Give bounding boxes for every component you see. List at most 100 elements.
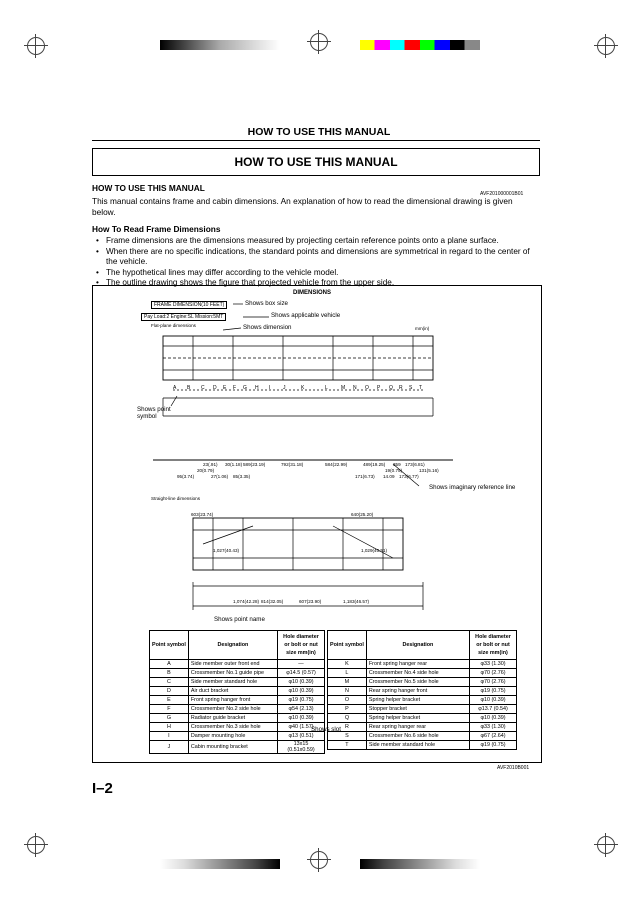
point-letter: O [365,385,369,391]
straight-line-label: Straight-line dimensions [151,496,201,501]
dimension-label: 23(.91) [203,462,218,467]
table-cell: L [327,668,367,678]
point-letter: H [255,385,259,391]
point-letter: Q [389,385,393,391]
registration-mark [24,34,48,58]
table-cell: φ19 (0.75) [469,740,517,750]
dimension-label: 27(1.06) [211,474,229,479]
frame-dimension-label: FRAME DIMENSION(10 FEET) [151,301,228,309]
table-cell: F [149,704,189,714]
point-letter: N [353,385,357,391]
dimension-label: 20(0.79) [197,468,215,473]
registration-mark [307,30,331,54]
table-cell: — [277,659,325,669]
figure-title: DIMENSIONS [293,290,332,296]
point-letter: D [213,385,217,391]
table-cell: Cabin mounting bracket [187,740,279,754]
callout-slot: Shows slot [311,726,341,733]
page-number: I–2 [92,780,113,797]
table-cell: φ10 (0.39) [277,677,325,687]
table-cell: Crossmember No.6 side hole [365,731,471,741]
table-cell: R [327,722,367,732]
point-table-right: Point symbol Designation Hole diameter o… [327,630,517,750]
point-letter: I [269,385,271,391]
dimension-label: 489(19.25) [363,462,386,467]
table-cell: M [327,677,367,687]
dimension-label: 603(23.74) [191,512,214,517]
callout-point-name: Shows point name [214,616,265,623]
table-cell: Stopper bracket [365,704,471,714]
dimension-label: 359 [393,462,401,467]
header-hole-diameter: Hole diameter or bolt or nut size mm(in) [277,630,325,660]
table-cell: N [327,686,367,696]
header-designation: Designation [187,630,279,660]
table-cell: Spring helper bracket [365,695,471,705]
table-cell: J [149,740,189,754]
unit-label: mm(in) [415,326,430,331]
table-cell: Radiator guide bracket [187,713,279,723]
callout-applicable-vehicle: Shows applicable vehicle [271,312,341,319]
table-cell: B [149,668,189,678]
instruction-list: Frame dimensions are the dimensions meas… [94,236,534,289]
payload-label: Pay Load:2 Engine:SL Mission:5MT [141,313,227,321]
table-cell: φ33 (1.30) [469,722,517,732]
header-point-symbol: Point symbol [327,630,367,660]
point-letter: M [341,385,346,391]
dimension-figure: DIMENSIONS FRAME DIMENSION(10 FEET) Pay … [92,285,542,763]
point-letter: B [187,385,191,391]
table-cell: Damper mounting hole [187,731,279,741]
grey-scale-bar [160,40,280,50]
point-table-left: Point symbol Designation Hole diameter o… [149,630,325,754]
list-item: Frame dimensions are the dimensions meas… [94,236,534,247]
point-letter: L [325,385,328,391]
table-cell: φ13 (0.51) [277,731,325,741]
table-cell: φ10 (0.39) [277,686,325,696]
table-cell: φ10 (0.39) [469,695,517,705]
frame-drawing [153,303,453,610]
table-cell: T [327,740,367,750]
table-cell: Side member outer front end [187,659,279,669]
point-letter: S [409,385,413,391]
table-cell: Crossmember No.3 side hole [187,722,279,732]
point-letter: T [419,385,423,391]
dimension-label: 607(23.90) [299,599,322,604]
callout-imaginary-line: Shows imaginary reference line [429,484,516,491]
point-letter: E [223,385,227,391]
table-cell: φ70 (2.76) [469,668,517,678]
point-letter: R [399,385,403,391]
table-cell: Crossmember No.1 guide pipe [187,668,279,678]
dimension-label: 589(23.19) [243,462,266,467]
dimension-label: 1,183(46.57) [343,599,370,604]
dimension-label: 131(5.16) [419,468,439,473]
doc-code: AVF201000001B01 [480,191,524,197]
list-item: When there are no specific indications, … [94,247,534,268]
how-to-heading: How To Read Frame Dimensions [92,224,221,234]
dimension-label: 85(3.35) [233,474,251,479]
section-title: HOW TO USE THIS MANUAL [234,155,398,169]
table-cell: φ10 (0.39) [277,713,325,723]
table-cell: K [327,659,367,669]
table-cell: O [327,695,367,705]
point-letter: P [377,385,381,391]
dimension-label: 640(25.20) [351,512,374,517]
subsection-title: HOW TO USE THIS MANUAL [92,183,205,193]
header-point-symbol: Point symbol [149,630,189,660]
dimension-label: 171(6.73) [355,474,375,479]
registration-mark [24,833,48,857]
table-cell: Q [327,713,367,723]
table-cell: H [149,722,189,732]
table-cell: Front spring hanger front [187,695,279,705]
dimension-label: 14.09 [383,474,395,479]
